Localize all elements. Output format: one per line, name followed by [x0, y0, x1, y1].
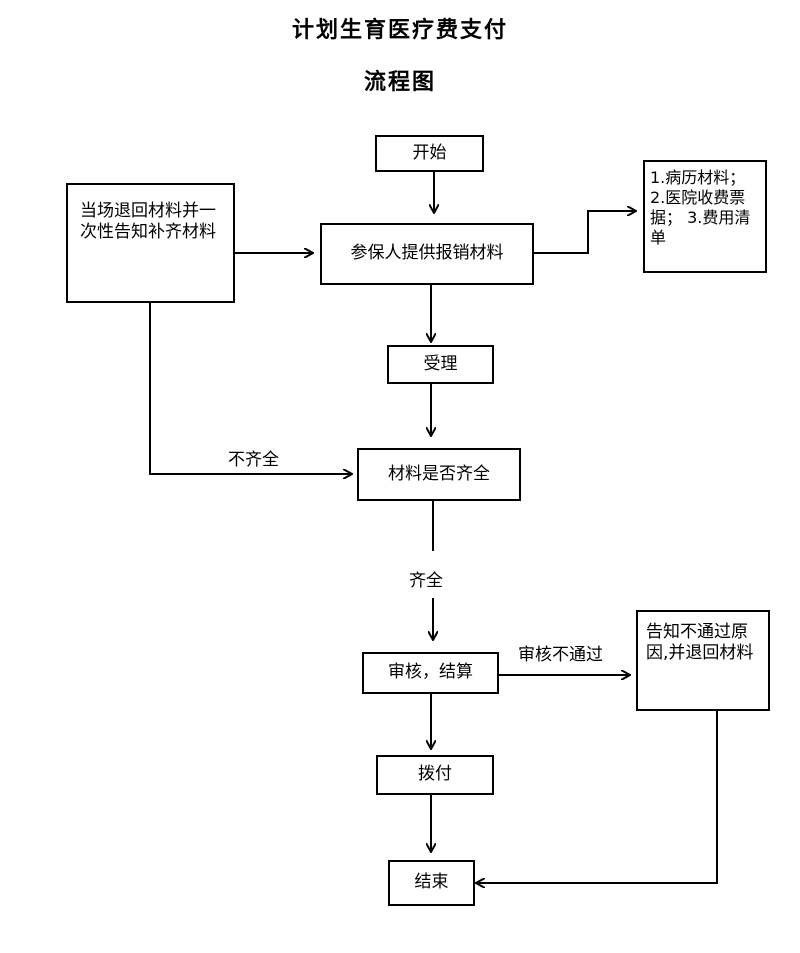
node-return-materials: 当场退回材料并一次性告知补齐材料 — [66, 183, 235, 303]
node-materials-list: 1.病历材料；2.医院收费票据； 3.费用清单 — [643, 160, 767, 273]
page-subtitle: 流程图 — [363, 69, 436, 95]
edge-label-incomplete: 不齐全 — [228, 450, 279, 470]
node-submit: 参保人提供报销材料 — [320, 223, 534, 285]
page-title: 计划生育医疗费支付 — [291, 17, 508, 43]
edge-reject-end — [476, 711, 718, 883]
node-start: 开始 — [375, 135, 484, 172]
edge-label-complete: 齐全 — [409, 571, 443, 591]
node-check-complete: 材料是否齐全 — [357, 448, 521, 501]
node-reject-notice: 告知不通过原因,并退回材料 — [636, 610, 770, 711]
node-payout: 拨付 — [376, 755, 494, 795]
node-accept: 受理 — [387, 345, 494, 384]
edge-incomplete-loop — [149, 303, 352, 474]
edge-label-review-failed: 审核不通过 — [518, 645, 603, 665]
node-review: 审核，结算 — [362, 652, 499, 694]
node-end: 结束 — [388, 860, 475, 906]
edge-submit-materials — [533, 211, 636, 254]
